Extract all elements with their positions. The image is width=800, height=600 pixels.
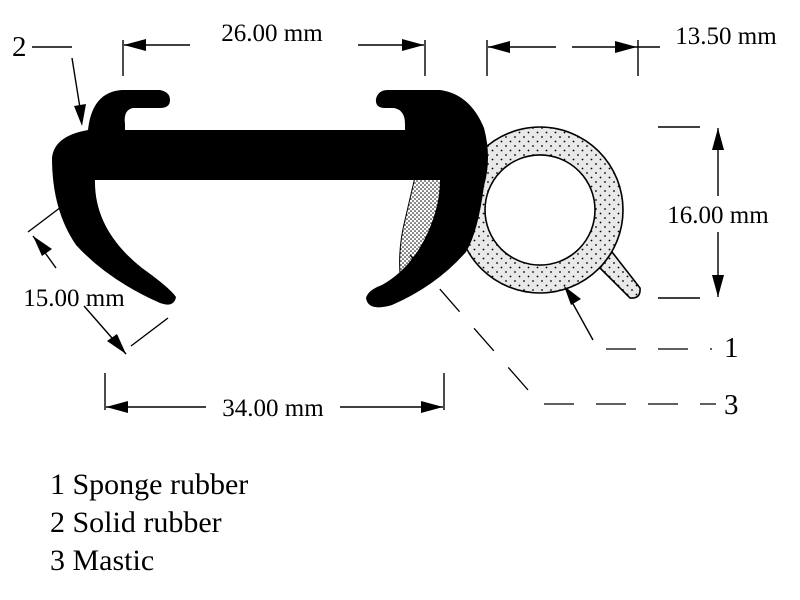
legend-item-sponge-rubber: 1 Sponge rubber (50, 468, 249, 501)
dim-top-width: 26.00 mm (122, 20, 426, 76)
dim-bulb-width-label: 13.50 mm (675, 23, 777, 50)
solid-rubber-profile (52, 90, 488, 308)
callout-3-label: 3 (724, 389, 739, 421)
legend-item-solid-rubber: 2 Solid rubber (50, 506, 222, 539)
callout-3: 3 (409, 254, 739, 421)
dim-top-width-label: 26.00 mm (221, 20, 323, 47)
callout-1: 1 (564, 286, 739, 364)
dim-bottom-width: 34.00 mm (104, 373, 445, 422)
legend-item-mastic: 3 Mastic (50, 544, 155, 577)
callout-2-label: 2 (12, 31, 27, 63)
sponge-bulb-ring (456, 126, 624, 294)
callout-1-label: 1 (724, 332, 739, 364)
sponge-rubber-bulb (456, 126, 641, 299)
sponge-bulb-tail (598, 250, 641, 299)
legend: 1 Sponge rubber 2 Solid rubber 3 Mastic (50, 466, 248, 580)
dim-bulb-height-label: 16.00 mm (667, 202, 769, 229)
dim-bulb-height: 16.00 mm (658, 126, 769, 299)
dim-leg-length-label: 15.00 mm (23, 285, 125, 312)
dim-bulb-width: 13.50 mm (486, 23, 777, 76)
dim-leg-length: 15.00 mm (23, 203, 169, 355)
dim-bottom-width-label: 34.00 mm (222, 395, 324, 422)
solid-rubber-body (52, 90, 488, 308)
callout-2: 2 (12, 31, 86, 126)
